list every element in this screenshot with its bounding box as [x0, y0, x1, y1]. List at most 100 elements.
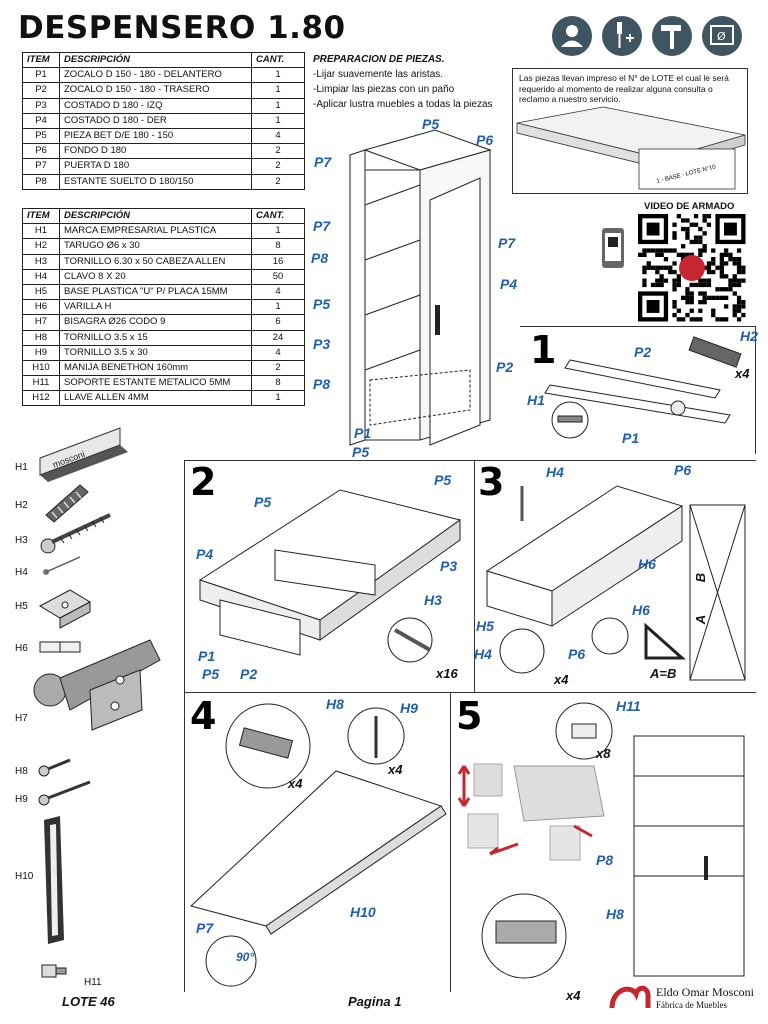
step4-label: P7	[196, 920, 214, 936]
description-cell: TORNILLO 6.30 x 50 CABEZA ALLEN	[59, 253, 252, 270]
measure-box-icon: Ø	[702, 16, 742, 56]
hardware-label: H4	[15, 567, 28, 578]
step2-label: P3	[440, 558, 458, 574]
step4-angle-label: 90°	[236, 950, 255, 964]
quantity-cell: 6	[251, 314, 305, 331]
h4-nail-illustration	[43, 556, 81, 575]
description-cell: PIEZA BET D/E 180 - 150	[59, 127, 252, 145]
lote-note-text: Las piezas llevan impreso el N° de LOTE …	[519, 73, 729, 104]
description-cell: MANIJA BENETHON 160mm	[59, 359, 252, 377]
step5-label: H11	[616, 698, 641, 714]
item-code-cell: P3	[22, 97, 60, 114]
h3-screw-illustration	[40, 513, 111, 554]
diagonal-a-label: A	[693, 614, 709, 625]
overview-label: P2	[496, 359, 514, 375]
svg-text:Ø: Ø	[717, 30, 726, 43]
quantity-cell: 4	[251, 344, 305, 361]
step2-label: P4	[196, 546, 214, 562]
quantity-cell: 8	[251, 375, 305, 392]
hardware-label: H9	[15, 794, 28, 805]
item-code-cell: H4	[22, 268, 60, 285]
preparation-line: -Aplicar lustra muebles a todas la pieza…	[313, 99, 493, 110]
step2-label: P1	[198, 648, 216, 664]
h10-handle-illustration	[44, 816, 64, 944]
diagonal-b-label: B	[693, 572, 709, 583]
h5-u-base-illustration	[38, 589, 92, 629]
overview-label: P7	[498, 235, 516, 251]
step2-label: P5	[254, 494, 272, 510]
description-cell: COSTADO D 180 - DER	[59, 112, 252, 129]
quantity-cell: 4	[251, 127, 305, 145]
col-header: CANT.	[251, 51, 305, 69]
step5-label: P8	[596, 852, 614, 868]
h6-rod-illustration	[39, 641, 81, 653]
preparation-notes: PREPARACION DE PIEZAS. -Lijar suavemente…	[313, 52, 493, 112]
item-code-cell: P6	[22, 143, 60, 160]
col-header: CANT.	[251, 207, 305, 225]
step5-count: x4	[566, 988, 581, 1003]
quantity-cell: 2	[251, 158, 305, 175]
item-code-cell: H8	[22, 329, 60, 346]
hardware-label: H7	[15, 713, 28, 724]
h7-hinge-illustration	[33, 639, 161, 731]
brand-block: Eldo Omar Mosconi Fábrica de Muebles	[656, 985, 754, 1010]
step-2-diagram	[198, 489, 462, 663]
step3-label: H6	[638, 556, 656, 572]
description-cell: ZOCALO D 150 - 180 - DELANTERO	[59, 67, 252, 84]
item-code-cell: P8	[22, 173, 60, 190]
quantity-cell: 1	[251, 82, 305, 99]
qr-code[interactable]	[638, 214, 748, 322]
brand-sub: Fábrica de Muebles	[656, 1000, 727, 1010]
item-code-cell: H5	[22, 283, 60, 301]
step1-count: x4	[735, 366, 750, 381]
item-code-cell: P4	[22, 112, 60, 129]
col-header: DESCRIPCIÓN	[59, 207, 252, 225]
item-code-cell: P7	[22, 158, 60, 175]
quantity-cell: 4	[251, 283, 305, 301]
quantity-cell: 2	[251, 143, 305, 160]
description-cell: CLAVO 8 X 20	[59, 268, 252, 285]
equal-diagonals-label: A=B	[650, 666, 677, 681]
step3-label: P6	[568, 646, 586, 662]
item-code-cell: H7	[22, 314, 60, 331]
description-cell: TARUGO Ø6 x 30	[59, 238, 252, 255]
quantity-cell: 8	[251, 238, 305, 255]
step-4-diagram	[189, 703, 447, 987]
overview-label: P8	[313, 376, 331, 392]
h9-screw-illustration	[38, 780, 91, 806]
overview-label: P5	[352, 444, 370, 460]
step-number: 1	[530, 328, 557, 372]
hardware-label: H5	[15, 601, 28, 612]
step2-label: P2	[240, 666, 258, 682]
step4-label: H9	[400, 700, 418, 716]
overview-label: P6	[476, 132, 494, 148]
step4-label: H8	[326, 696, 344, 712]
description-cell: BASE PLASTICA "U" P/ PLACA 15MM	[59, 283, 252, 301]
step3-label: H4	[546, 464, 564, 480]
overview-label: P7	[313, 218, 331, 234]
step-1-frame	[520, 326, 756, 454]
overview-label: P8	[311, 250, 329, 266]
step-4-frame	[184, 692, 450, 992]
description-cell: SOPORTE ESTANTE METALICO 5MM	[59, 375, 252, 392]
step4-count: x4	[288, 776, 303, 791]
step5-count: x8	[596, 746, 611, 761]
description-cell: TORNILLO 3.5 x 15	[59, 329, 252, 346]
description-cell: ZOCALO D 150 - 180 - TRASERO	[59, 82, 252, 99]
step2-label: P5	[202, 666, 220, 682]
quantity-cell: 1	[251, 299, 305, 316]
